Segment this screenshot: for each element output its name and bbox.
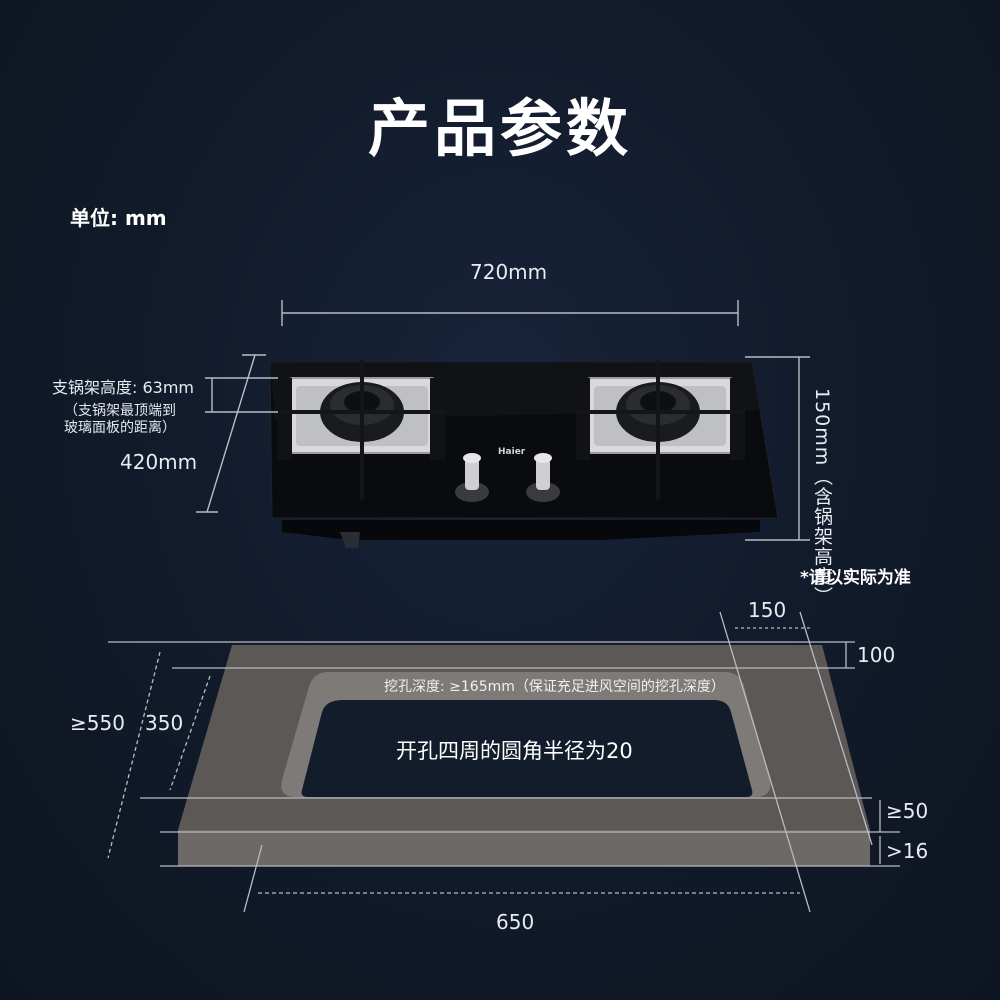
- cooktop-dimension-lines: [196, 300, 810, 541]
- page-title: 产品参数: [367, 92, 632, 165]
- hole-width-label: 650: [496, 910, 535, 934]
- countertop-illustration: [178, 645, 870, 866]
- hole-depth-note: 挖孔深度: ≥165mm（保证充足进风空间的挖孔深度）: [384, 679, 725, 695]
- cooktop-foot: [340, 532, 360, 548]
- cooktop-base: [282, 520, 760, 540]
- cutout-right-offset-label: 100: [857, 643, 896, 667]
- control-knob-left: [455, 453, 489, 502]
- counter-front-edge: [178, 830, 870, 866]
- front-margin-label: ≥50: [886, 799, 929, 823]
- cutout-top-offset-label: 150: [748, 598, 787, 622]
- cooktop-width-label: 720mm: [470, 260, 548, 284]
- disclaimer-note: *请以实际为准: [800, 568, 911, 588]
- cooktop-depth-label: 420mm: [120, 450, 198, 474]
- cutout-dimension-lines: [107, 611, 900, 913]
- cooktop-height-label: 150mm（含锅架高度）: [811, 388, 833, 607]
- right-burner: [576, 360, 745, 500]
- counter-depth-label: ≥550: [70, 711, 125, 735]
- unit-label: 单位: mm: [70, 206, 167, 230]
- corner-radius-note: 开孔四周的圆角半径为20: [396, 739, 633, 763]
- stand-note-line-2: 玻璃面板的距离）: [64, 420, 176, 436]
- hole-depth-label: 350: [145, 711, 184, 735]
- stand-height-label: 支锅架高度: 63mm: [52, 378, 195, 397]
- control-knob-right: [526, 453, 560, 502]
- cooktop-illustration: [269, 360, 779, 548]
- counter-thickness-label: >16: [886, 839, 929, 863]
- depth-dimension-line: [206, 354, 256, 513]
- stand-note-line-1: （支锅架最顶端到: [64, 403, 176, 419]
- brand-logo: Haier: [498, 447, 526, 457]
- left-burner: [278, 360, 445, 500]
